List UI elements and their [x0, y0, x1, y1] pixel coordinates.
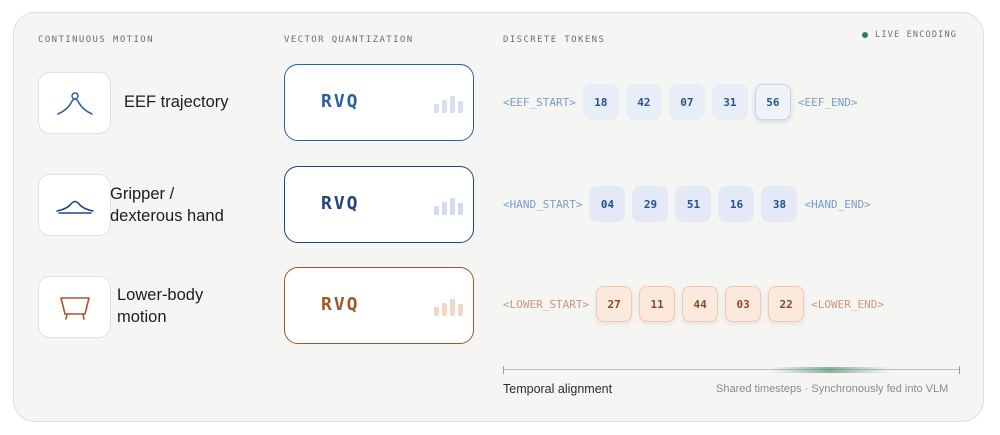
eef-start-tag: <EEF_START> — [503, 95, 576, 109]
row-label-lower: Lower-body motion — [117, 284, 203, 328]
lower-body-icon-card — [38, 276, 111, 338]
row-label-lower-line-2: motion — [117, 308, 167, 326]
rvq-label-eef: RVQ — [321, 91, 360, 112]
token: 07 — [668, 84, 705, 120]
gripper-icon — [55, 200, 94, 214]
live-encoding-indicator: LIVE ENCODING — [862, 30, 957, 40]
gripper-icon-card — [38, 174, 111, 236]
lower-end-tag: <LOWER_END> — [811, 297, 884, 311]
arc-trajectory-icon — [56, 92, 93, 115]
token: 22 — [768, 286, 805, 322]
token: 03 — [725, 286, 762, 322]
rvq-box-lower: RVQ — [284, 267, 474, 344]
row-label-hand-line-2: dexterous hand — [110, 207, 224, 225]
token-active: 56 — [754, 84, 791, 120]
row-label-eef-line: EEF trajectory — [124, 93, 229, 111]
timeline-tick-start — [503, 366, 504, 374]
token: 29 — [632, 186, 669, 222]
rvq-box-eef: RVQ — [284, 64, 474, 141]
bars-icon — [434, 298, 463, 316]
timeline-note: Shared timesteps · Synchronously fed int… — [716, 383, 949, 395]
token: 18 — [582, 84, 619, 120]
token: 04 — [589, 186, 626, 222]
timeline-label: Temporal alignment — [503, 382, 613, 396]
token: 42 — [625, 84, 662, 120]
hand-end-tag: <HAND_END> — [804, 197, 871, 211]
rvq-label-hand: RVQ — [321, 193, 360, 214]
live-status-dot — [862, 32, 868, 38]
token: 44 — [682, 286, 719, 322]
token: 16 — [718, 186, 755, 222]
eef-end-tag: <EEF_END> — [797, 95, 858, 109]
live-encoding-label: LIVE ENCODING — [875, 30, 958, 40]
token: 51 — [675, 186, 712, 222]
rvq-box-hand: RVQ — [284, 166, 474, 243]
header-discrete-tokens: DISCRETE TOKENS — [503, 35, 606, 45]
timeline-highlight — [770, 367, 890, 373]
token-row-eef: <EEF_START> 18 42 07 31 56 <EEF_END> — [503, 84, 857, 120]
token: 11 — [639, 286, 676, 322]
token: 38 — [761, 186, 798, 222]
bars-icon — [434, 197, 463, 215]
timeline-axis — [503, 369, 960, 370]
token: 31 — [711, 84, 748, 120]
lower-start-tag: <LOWER_START> — [503, 297, 590, 311]
lower-body-icon — [59, 297, 90, 320]
row-label-hand-line-1: Gripper / — [110, 185, 175, 203]
rvq-label-lower: RVQ — [321, 294, 360, 315]
token-row-lower: <LOWER_START> 27 11 44 03 22 <LOWER_END> — [503, 286, 884, 322]
eef-trajectory-icon-card — [38, 72, 111, 134]
header-vector-quantization: VECTOR QUANTIZATION — [284, 35, 414, 45]
hand-start-tag: <HAND_START> — [503, 197, 583, 211]
header-continuous-motion: CONTINUOUS MOTION — [38, 35, 154, 45]
token: 27 — [596, 286, 633, 322]
row-label-eef: EEF trajectory — [124, 91, 229, 113]
row-label-hand: Gripper / dexterous hand — [110, 183, 224, 227]
token-row-hand: <HAND_START> 04 29 51 16 38 <HAND_END> — [503, 186, 871, 222]
row-label-lower-line-1: Lower-body — [117, 286, 204, 304]
diagram-panel — [13, 12, 984, 422]
bars-icon — [434, 95, 463, 113]
timeline-tick-end — [959, 366, 960, 374]
